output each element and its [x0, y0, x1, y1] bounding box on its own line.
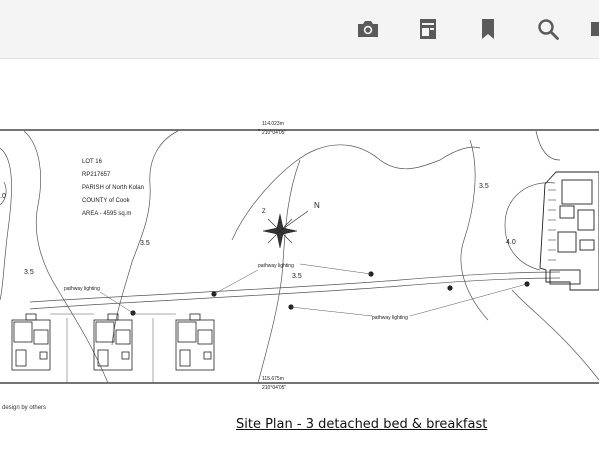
lot-info-line-4: COUNTY of Cook: [82, 198, 131, 204]
contour-lines: [0, 130, 599, 384]
contour-label-2: 3.5: [24, 269, 34, 276]
lighting-leader-lines: [99, 263, 528, 317]
bottom-bearing: 210°04'05": [262, 385, 286, 391]
plan-caption: Site Plan - 3 detached bed & breakfast: [236, 417, 488, 432]
camera-icon[interactable]: [353, 14, 383, 44]
top-toolbar: [0, 0, 599, 59]
lot-info-line-3: PARISH of North Kolan: [82, 185, 144, 191]
design-credit: design by others: [2, 405, 47, 411]
bottom-dimension: 115.675m: [262, 376, 284, 382]
pathway-lighting-label-3: pathway lighting: [372, 315, 408, 321]
contour-label-4: 3.5: [479, 183, 489, 190]
pathway-lighting-label-2: pathway lighting: [258, 263, 294, 269]
site-plan-drawing: 114.023m 210°04'05" 115.675m 210°04'05" …: [0, 121, 599, 391]
compass-north-label: N: [314, 201, 320, 210]
contour-label-edge: .0: [0, 193, 6, 200]
overflow-icon[interactable]: [586, 14, 599, 44]
compass-rose: [262, 210, 309, 249]
contour-label-3: 3.5: [292, 273, 302, 280]
main-house: [539, 171, 599, 291]
lot-info-line-2: RP217657: [82, 172, 111, 178]
main-house-detail: [548, 189, 556, 261]
cabin-2: [93, 313, 133, 371]
bookmark-icon[interactable]: [473, 14, 503, 44]
pathway-lighting-label-1: pathway lighting: [64, 286, 100, 292]
page-layout-icon[interactable]: [413, 14, 443, 44]
lot-info-line-1: LOT 16: [82, 159, 103, 165]
svg-text:Z: Z: [262, 209, 266, 215]
top-dimension: 114.023m: [262, 121, 284, 127]
contour-label-1: 3.5: [140, 240, 150, 247]
lot-info-line-5: AREA - 4595 sq.m: [82, 211, 131, 217]
cabin-3: [175, 313, 215, 371]
cabin-1: [11, 313, 51, 371]
search-icon[interactable]: [533, 14, 563, 44]
top-bearing: 210°04'05": [262, 130, 286, 136]
contour-label-5: 4.0: [506, 239, 516, 246]
dimension-lines: [50, 313, 176, 383]
pathway: [29, 271, 561, 310]
